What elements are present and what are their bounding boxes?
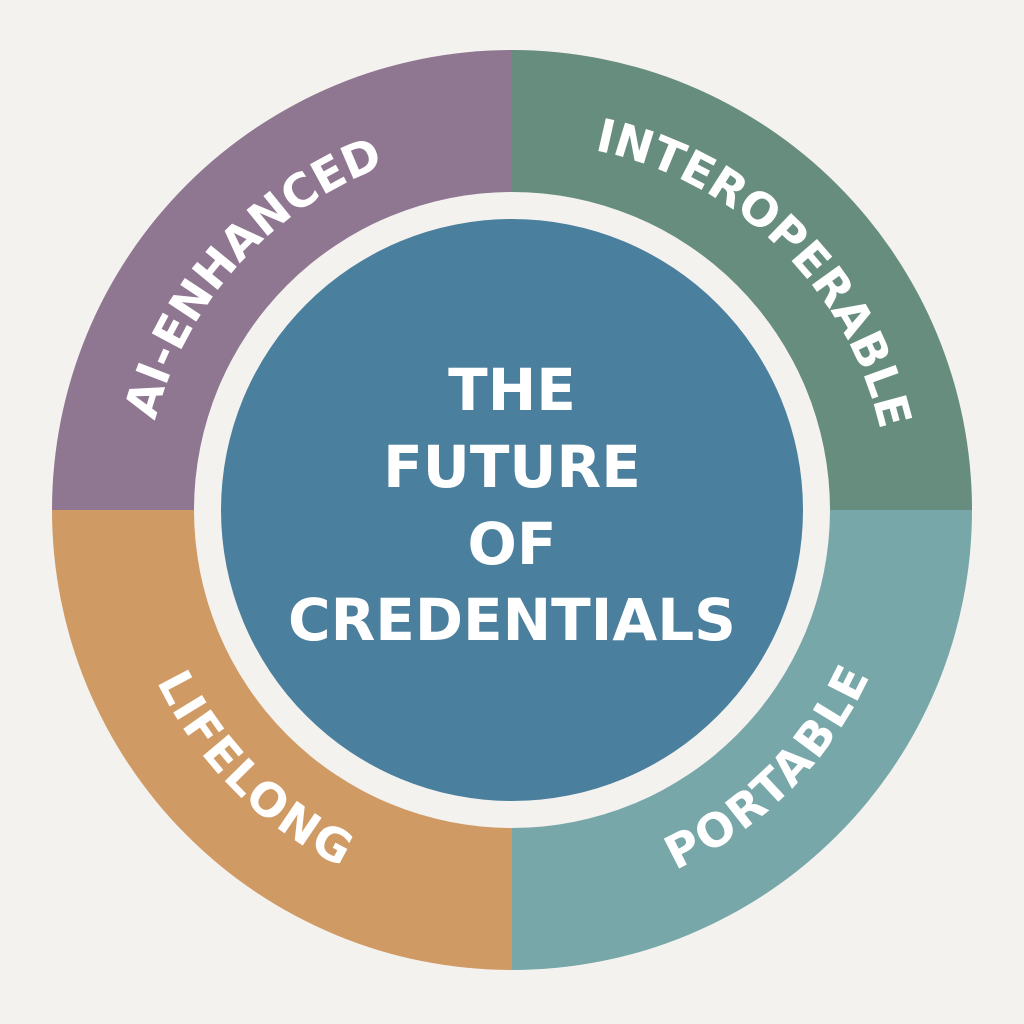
center-title-line-1: THE: [448, 356, 576, 424]
center-title-line-2: FUTURE: [383, 433, 641, 501]
center-title-line-4: CREDENTIALS: [288, 586, 736, 654]
center-circle: [221, 219, 803, 801]
center-title-line-3: OF: [468, 510, 557, 578]
